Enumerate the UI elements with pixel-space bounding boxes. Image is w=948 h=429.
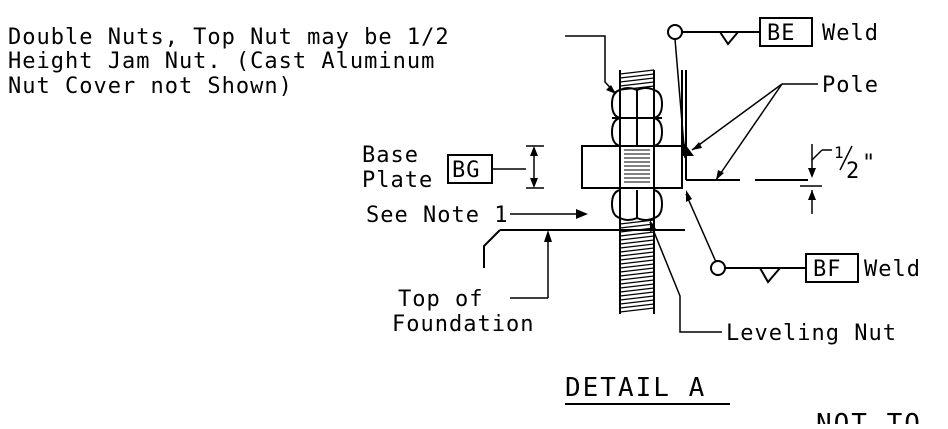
rod-thread-line (619, 259, 655, 265)
rod-thread-line (619, 307, 655, 313)
foundation-top (483, 229, 685, 268)
rod-thread-line (619, 263, 655, 269)
rod-thread-line (619, 81, 655, 87)
leveling-nut-callout: Leveling Nut (649, 220, 897, 346)
rod-thread-line (619, 85, 655, 91)
rod-thread-line (619, 247, 655, 253)
rod-thread-line (619, 235, 655, 241)
base-plate-callout: Base Plate BG (362, 143, 544, 193)
rod-thread-line (619, 77, 655, 83)
base-plate-label-line-1: Base (362, 143, 419, 168)
nuts-note-line-3: Nut Cover not Shown) (8, 74, 293, 99)
rod-thread-line (619, 267, 655, 273)
top-of-foundation-line-1: Top of (398, 287, 483, 312)
rod-thread-line (619, 69, 655, 75)
inch-mark: " (862, 151, 875, 176)
double-nuts (604, 87, 668, 147)
nuts-note-line-1: Double Nuts, Top Nut may be 1/2 (8, 25, 450, 50)
detail-title: DETAIL A (565, 373, 706, 403)
nuts-note-leader (565, 35, 617, 95)
half-inch-denominator: 2 (846, 159, 859, 184)
be-weld-callout: BE Weld (667, 17, 879, 159)
rod-thread-line (619, 243, 655, 249)
rod-thread-line (619, 303, 655, 309)
see-note-callout: See Note 1 (366, 203, 588, 228)
pole-callout: Pole (691, 73, 879, 181)
rod-thread-line (619, 231, 655, 237)
rod-thread-line (619, 299, 655, 305)
see-note-label: See Note 1 (366, 203, 508, 228)
rod-thread-line (619, 239, 655, 245)
base-plate (581, 145, 683, 189)
bf-weld-tag: BF (813, 257, 842, 282)
rod-thread-line (619, 287, 655, 293)
rod-thread-line (619, 73, 655, 79)
rod-thread-line (619, 291, 655, 297)
rod-thread-line (619, 275, 655, 281)
nuts-note-line-2: Height Jam Nut. (Cast Aluminum (8, 49, 435, 74)
rod-thread-line (619, 279, 655, 285)
base-plate-label-line-2: Plate (362, 168, 433, 193)
rod-thread-line (619, 283, 655, 289)
bg-tag: BG (452, 158, 481, 183)
rod-thread-line (619, 251, 655, 257)
rod-thread-line (619, 295, 655, 301)
rod-thread-line (619, 255, 655, 261)
bf-weld-suffix: Weld (864, 257, 921, 282)
detail-title-block: DETAIL A (565, 373, 730, 405)
scale-note: NOT TO (816, 409, 922, 424)
rod-thread-line (619, 271, 655, 277)
leveling-nut-label: Leveling Nut (726, 321, 897, 346)
pole-wall (681, 70, 808, 181)
be-weld-tag: BE (767, 21, 796, 46)
half-inch-numerator: 1 (834, 143, 844, 162)
pole-label: Pole (822, 73, 879, 98)
rod-thread-line (619, 223, 655, 229)
top-of-foundation-line-2: Foundation (392, 312, 534, 337)
be-weld-suffix: Weld (822, 21, 879, 46)
top-of-foundation-callout: Top of Foundation (392, 230, 552, 337)
leveling-nut-shape (610, 189, 664, 221)
bf-weld-callout: BF Weld (685, 190, 921, 284)
half-inch-dimension: 1 2 " (800, 143, 875, 214)
anchor-rod (619, 69, 655, 314)
